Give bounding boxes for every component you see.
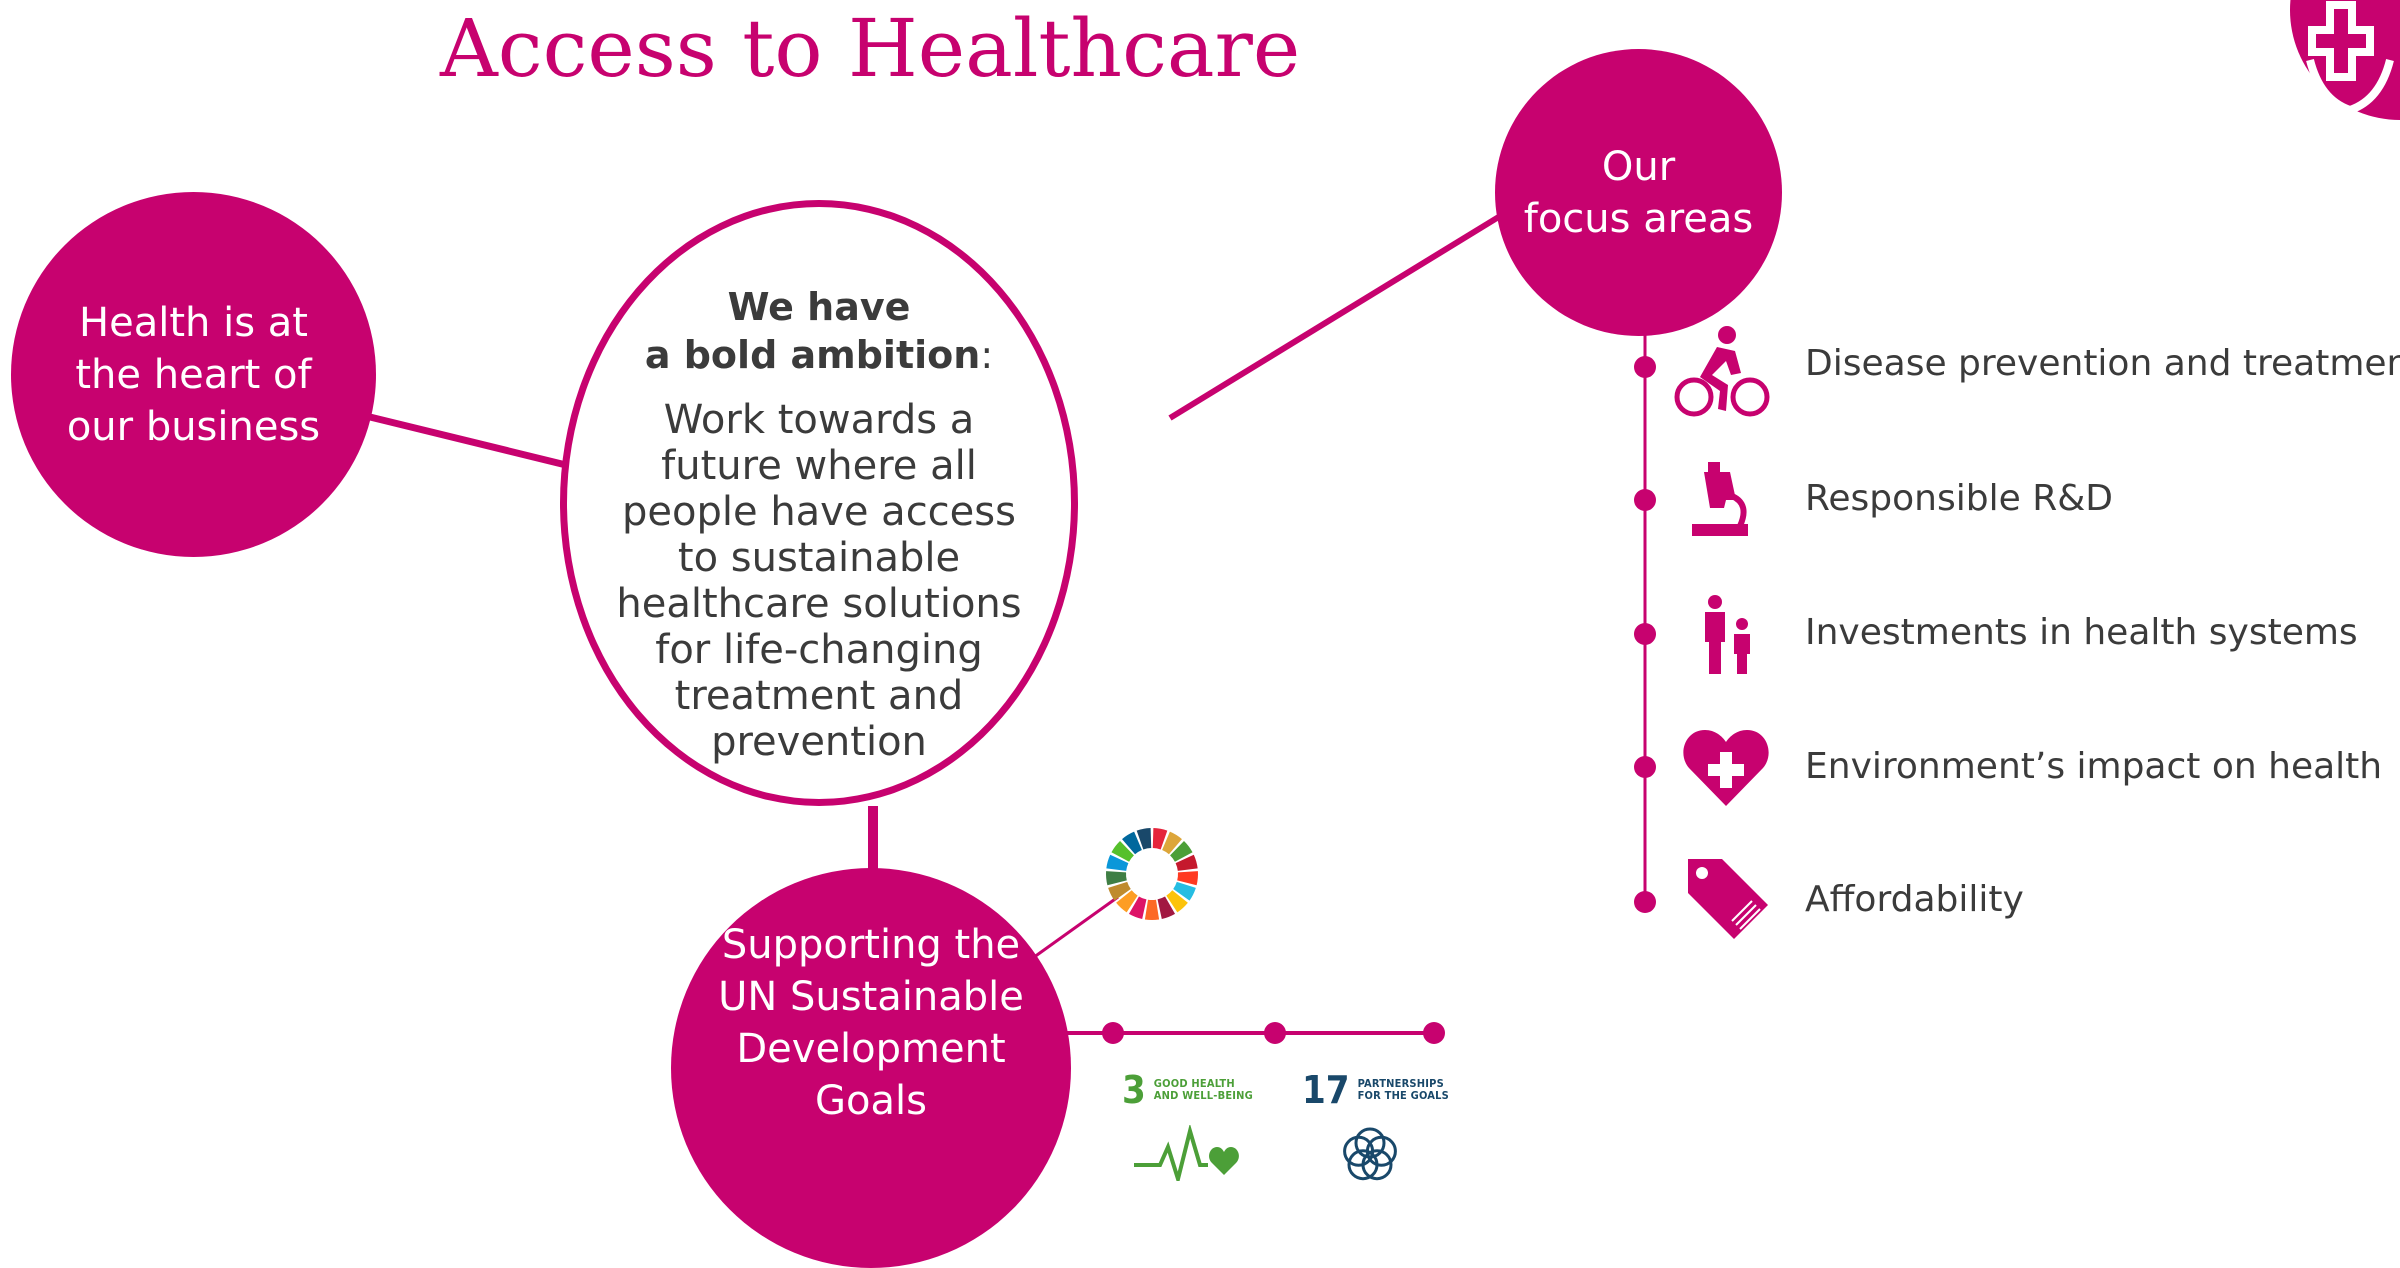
connector-ambition-focus: [1168, 207, 1512, 421]
sdg-wheel-segment: [1175, 854, 1198, 871]
focus-areas-circle: Our focus areas: [1495, 49, 1782, 336]
sdg-circle: Supporting the UN Sustainable Developmen…: [671, 868, 1071, 1268]
focus-circle-line1: Our: [1601, 143, 1676, 190]
sdg-goal-3-line2: AND WELL-BEING: [1153, 1089, 1253, 1102]
sdg-wheel-segment: [1111, 840, 1134, 862]
focus-area-environment: Environment’s impact on health: [1805, 746, 2383, 787]
sdg-goal-17: 17 PARTNERSHIPS FOR THE GOALS: [1302, 1068, 1449, 1189]
sdg-wheel-segment: [1166, 890, 1188, 913]
sdg-wheel-segment: [1136, 828, 1152, 850]
focus-node: [1634, 891, 1656, 913]
hands-cross-icon: [2290, 0, 2400, 120]
focus-area-rnd: Responsible R&D: [1805, 478, 2114, 519]
sdg-wheel-segment: [1116, 890, 1138, 913]
heartbeat-icon: [1134, 1125, 1239, 1181]
flower-rings-icon: [1343, 1127, 1397, 1181]
focus-area-affordability: Affordability: [1805, 879, 2024, 920]
focus-node: [1634, 623, 1656, 645]
connector-sdg-wheel: [1029, 895, 1119, 962]
sdg-wheel-segment: [1173, 881, 1196, 901]
ambition-heading-line1: We have: [727, 285, 911, 329]
sdg-circle-text: Supporting the UN Sustainable Developmen…: [718, 922, 1024, 1124]
ambition-heading: We have a bold ambition:: [645, 283, 993, 379]
sdg-wheel-segment: [1108, 881, 1131, 901]
sdg-wheel-segment: [1170, 840, 1193, 862]
sdg-wheel-segment: [1177, 871, 1198, 886]
focus-node: [1634, 756, 1656, 778]
sdg-goal-3: 3 GOOD HEALTH AND WELL-BEING: [1122, 1068, 1253, 1181]
sdg-node: [1264, 1022, 1286, 1044]
microscope-icon: [1692, 462, 1748, 536]
focus-node: [1634, 489, 1656, 511]
health-circle: Health is at the heart of our business: [11, 192, 376, 557]
sdg-wheel-segment: [1157, 896, 1176, 919]
ambition-heading-suffix: :: [980, 333, 994, 377]
sdg-wheel-segment: [1122, 831, 1142, 855]
connector-lines: [369, 207, 1656, 1044]
sdg-wheel-icon: [1106, 828, 1198, 920]
ambition-heading-bold: a bold ambition: [644, 333, 981, 377]
sdg-goal-3-line1: GOOD HEALTH: [1153, 1077, 1235, 1090]
sdg-goal-17-line1: PARTNERSHIPS: [1357, 1077, 1444, 1090]
focus-area-disease: Disease prevention and treatment: [1805, 343, 2400, 384]
focus-node: [1634, 356, 1656, 378]
page-title: Access to Healthcare: [440, 2, 1301, 95]
sdg-goal-17-line2: FOR THE GOALS: [1357, 1089, 1449, 1102]
sdg-goal-17-number: 17: [1302, 1068, 1350, 1112]
sdg-wheel-segment: [1144, 899, 1160, 920]
sdg-node: [1423, 1022, 1445, 1044]
health-circle-text: Health is at the heart of our business: [66, 299, 321, 450]
sdg-wheel-segment: [1162, 831, 1182, 855]
heart-cross-icon: [1683, 730, 1769, 806]
ambition-circle: We have a bold ambition: Work towards a …: [560, 200, 1078, 806]
sdg-node: [1102, 1022, 1124, 1044]
people-icon: [1705, 595, 1750, 674]
ambition-body: Work towards a future where all people h…: [616, 397, 1022, 765]
sdg-wheel-segment: [1152, 828, 1168, 850]
focus-circle-line2: focus areas: [1523, 195, 1754, 242]
cyclist-icon: [1674, 326, 1770, 417]
focus-area-health-systems: Investments in health systems: [1805, 612, 2358, 653]
sdg-goal-3-number: 3: [1122, 1068, 1146, 1112]
sdg-wheel-segment: [1106, 854, 1129, 871]
connector-health-ambition: [369, 413, 567, 469]
sdg-wheel-segment: [1106, 871, 1127, 886]
sdg-wheel-segment: [1128, 896, 1147, 919]
price-tag-icon: [1688, 859, 1768, 939]
